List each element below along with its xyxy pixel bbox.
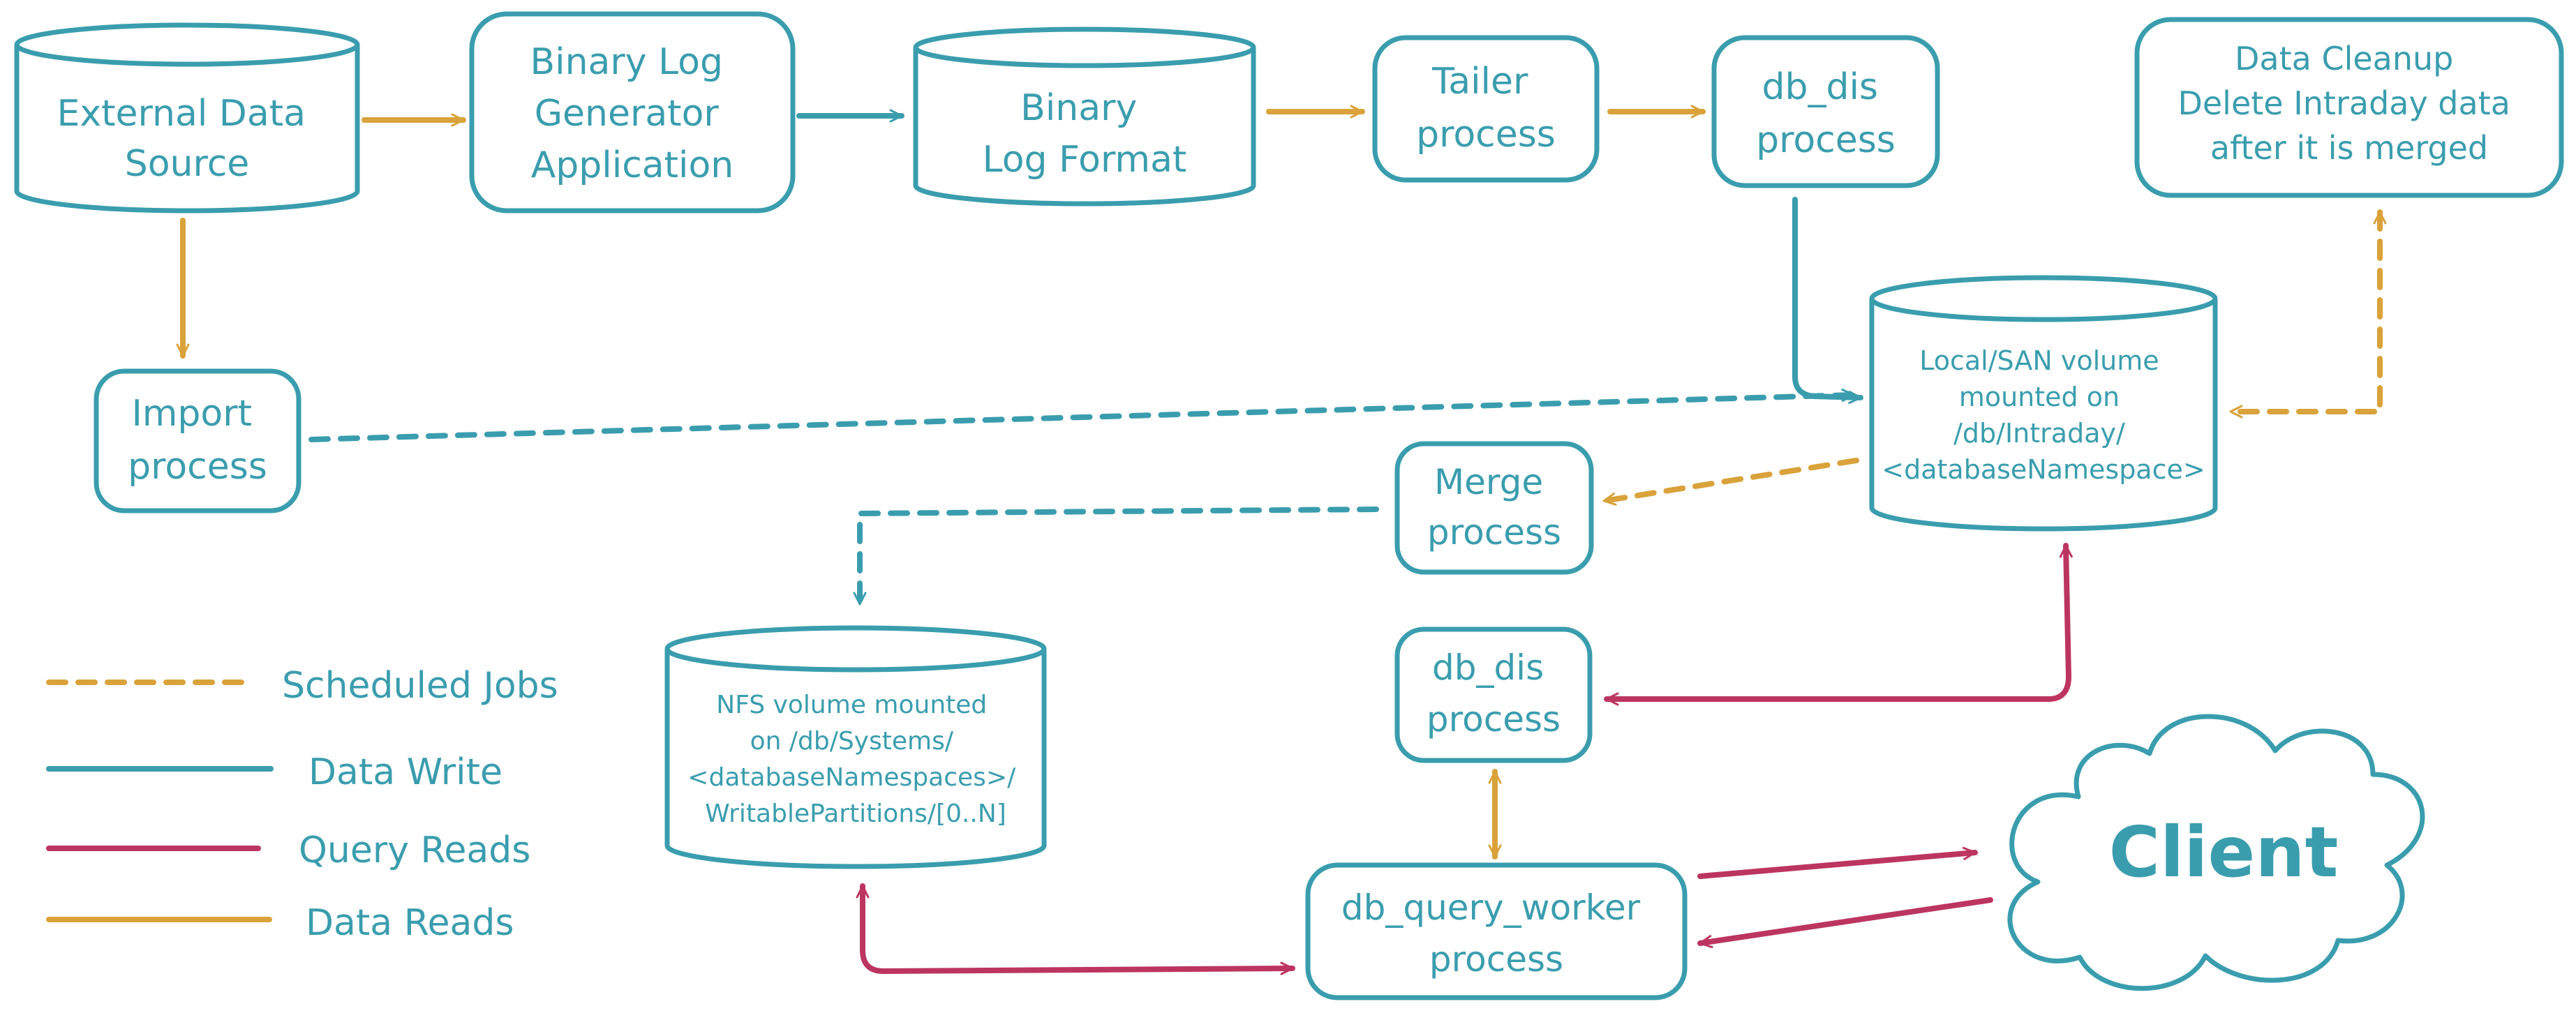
data-cleanup-node: Data Cleanup Delete Intraday data after … [2134, 17, 2564, 198]
import-process-node: Import process [94, 368, 301, 513]
svg-text:Binary Log Generator: Binary Log Generator Application [530, 41, 734, 186]
legend-label-data-write: Data Write [308, 751, 502, 793]
binary-log-generator-label-3: Application [531, 144, 734, 186]
edge-import-to-san [308, 388, 1856, 442]
legend: Scheduled Jobs Data Write Query Reads Da… [46, 665, 558, 944]
svg-text:Data Cleanup Delete In: Data Cleanup Delete Intraday data after … [2177, 40, 2520, 167]
import-process-label-2: process [128, 446, 267, 488]
db-query-worker-node: db_query_worker process [1305, 862, 1688, 1000]
merge-process-label-1: Merge [1434, 462, 1543, 502]
data-cleanup-label-2: Delete Intraday data [2177, 84, 2510, 122]
svg-text:Tailer process: Tailer process [1416, 61, 1556, 156]
edge-worker-to-nfs [856, 883, 1295, 975]
db-query-worker-label-2: process [1429, 939, 1563, 980]
local-san-volume-label-3: /db/Intraday/ [1953, 418, 2125, 449]
edge-client-to-worker [1697, 897, 1993, 949]
edge-san-to-merge [1601, 458, 1859, 506]
data-cleanup-label-3: after it is merged [2210, 129, 2488, 167]
client-label: Client [2109, 811, 2339, 893]
svg-text:db_query_worker proces: db_query_worker process [1341, 887, 1651, 980]
nfs-volume-node: NFS volume mounted on /db/Systems/ <data… [664, 625, 1047, 869]
merge-process-node: Merge process [1394, 441, 1594, 575]
svg-text:db_dis process: db_dis process [1427, 647, 1561, 740]
svg-text:Local/SAN volume mount: Local/SAN volume mounted on /db/Intraday… [1882, 345, 2205, 485]
edge-cleanup-to-san [2228, 209, 2387, 419]
tailer-process-label-1: Tailer [1431, 61, 1528, 103]
db-query-worker-label-1: db_query_worker [1341, 887, 1641, 928]
edge-worker-to-client [1697, 846, 1978, 879]
external-data-source-node: External Data Source [14, 22, 360, 213]
nfs-volume-label-1: NFS volume mounted [716, 691, 987, 719]
binary-log-format-label-2: Log Format [983, 139, 1187, 181]
db-dis-top-node: db_dis process [1711, 35, 1940, 188]
svg-text:External Data Source: External Data Source [57, 93, 318, 185]
external-data-source-label-1: External Data [57, 93, 306, 135]
legend-label-data-reads: Data Reads [306, 902, 514, 944]
import-process-label-1: Import [131, 393, 252, 435]
edge-dbdis-bottom-to-san [1604, 543, 2073, 706]
db-dis-bottom-label-1: db_dis [1432, 647, 1544, 688]
svg-text:NFS volume mounted on: NFS volume mounted on /db/Systems/ <data… [687, 691, 1023, 828]
client-node: Client [2007, 714, 2425, 991]
nfs-volume-label-4: WritablePartitions/[0..N] [705, 800, 1006, 828]
binary-log-format-label-1: Binary [1020, 87, 1137, 129]
binary-log-generator-label-1: Binary Log [530, 41, 723, 83]
local-san-volume-label-2: mounted on [1959, 382, 2120, 412]
edge-dbdis-to-san [1792, 197, 1863, 405]
tailer-process-label-2: process [1416, 114, 1556, 156]
tailer-process-node: Tailer process [1372, 35, 1600, 183]
local-san-volume-label-1: Local/SAN volume [1919, 345, 2159, 376]
svg-text:Binary Log Format: Binary Log Format [983, 87, 1187, 181]
local-san-volume-node: Local/SAN volume mounted on /db/Intraday… [1869, 275, 2218, 532]
legend-label-query-reads: Query Reads [299, 830, 530, 871]
edge-merge-to-nfs [853, 506, 1379, 607]
svg-text:db_dis process: db_dis process [1756, 66, 1896, 161]
edges [176, 105, 2387, 975]
nfs-volume-label-2: on /db/Systems/ [750, 727, 954, 756]
svg-text:Import process: Import process [128, 393, 267, 488]
binary-log-format-node: Binary Log Format [913, 27, 1256, 207]
binary-log-generator-node: Binary Log Generator Application [469, 11, 796, 213]
db-dis-top-label-2: process [1756, 119, 1896, 161]
db-dis-top-label-1: db_dis [1762, 66, 1878, 108]
legend-label-scheduled-jobs: Scheduled Jobs [282, 665, 558, 707]
svg-text:Client: Client [2109, 811, 2339, 893]
data-cleanup-label-1: Data Cleanup [2235, 40, 2453, 77]
local-san-volume-label-4: <databaseNamespace> [1882, 454, 2205, 485]
db-dis-bottom-node: db_dis process [1394, 626, 1593, 763]
nodes: External Data Source Binary Log Generato… [14, 11, 2564, 1000]
svg-text:Merge process: Merge process [1427, 462, 1561, 553]
db-dis-bottom-label-2: process [1427, 699, 1561, 740]
nfs-volume-label-3: <databaseNamespaces>/ [687, 763, 1016, 792]
binary-log-generator-label-2: Generator [535, 93, 720, 135]
external-data-source-label-2: Source [125, 143, 250, 185]
merge-process-label-2: process [1427, 512, 1561, 553]
